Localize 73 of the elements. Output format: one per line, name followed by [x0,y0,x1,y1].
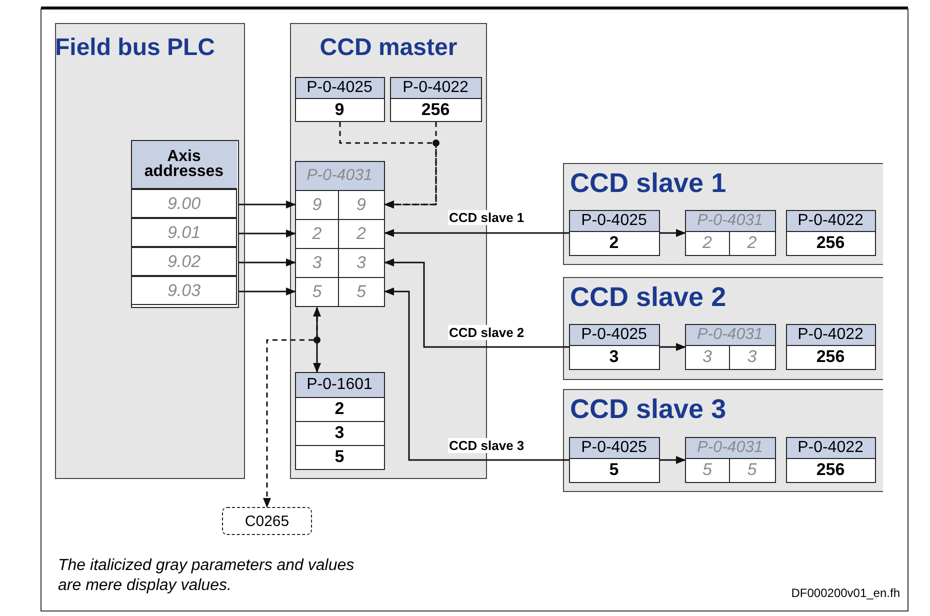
parameter-value: 2 [684,231,730,256]
dashed-arrow [384,122,437,208]
arrow [660,456,686,464]
arrow [238,258,296,266]
parameter-value: 9 [294,98,384,122]
table-cell: 5 [294,276,340,307]
panel-title: Field bus PLC [55,34,216,62]
table-cell: 9 [294,190,340,220]
panel-title: CCD slave 2 [570,282,726,313]
parameter-header: P-0-4025 [568,436,660,460]
parameter-value: 5 [568,458,660,482]
edge-label: CCD slave 3 [448,438,526,453]
table-header: Axis addresses [132,140,236,189]
edge-label: CCD slave 2 [448,325,526,340]
parameter-value: 3 [294,420,384,446]
parameter-value: 2 [294,396,384,422]
parameter-header: P-0-4022 [390,76,482,100]
table-cell: 9.01 [131,218,237,247]
parameter-value: 5 [684,458,730,482]
table-cell: 9.02 [131,247,237,276]
arrow [384,258,569,348]
parameter-header: P-0-4031 [684,324,776,346]
panel-title: CCD slave 3 [570,394,726,425]
parameter-header: P-0-4031 [684,436,776,460]
table-cell: 3 [294,248,340,278]
parameter-header: P-0-4025 [294,76,384,100]
table-cell: 9.00 [131,189,237,218]
parameter-value: 2 [568,231,660,256]
arrow [238,230,296,238]
table-cell: 3 [338,248,384,278]
footnote: The italicized gray parameters and values are mere display values. [58,556,356,596]
parameter-header: P-0-4025 [568,210,660,232]
device-panel [563,163,883,265]
parameter-value: 3 [684,345,730,370]
table-cell: 9.03 [131,276,237,305]
parameter-value: 256 [786,458,876,482]
parameter-value: 2 [728,231,776,256]
parameter-table [130,140,238,308]
dashed-arrow [263,308,318,508]
arrow [238,288,296,296]
parameter-value: 5 [294,444,384,470]
table-cell: 2 [294,218,340,249]
parameter-value: 3 [568,345,660,370]
parameter-header: P-0-4022 [786,324,876,346]
arrow [660,343,686,351]
parameter-header: P-0-4031 [684,210,776,232]
parameter-header: P-0-4025 [568,324,660,346]
arrow [384,229,569,237]
parameter-header: P-0-4022 [786,210,876,232]
device-panel [563,277,883,380]
parameter-value: 256 [786,231,876,256]
arrow [238,200,296,208]
arrow [313,306,321,373]
parameter-value: 256 [786,345,876,370]
table-cell: 9 [338,190,384,220]
panel-title: CCD master [318,34,458,62]
parameter-header: P-0-4031 [294,160,384,191]
device-panel [55,23,245,479]
parameter-header: P-0-4022 [786,436,876,460]
dashed-arrow [339,122,437,208]
device-panel [563,389,883,492]
panel-title: CCD slave 1 [570,168,726,199]
arrow [384,288,569,461]
table-cell: 5 [338,276,384,307]
parameter-value: 3 [728,345,776,370]
parameter-value: 5 [728,458,776,482]
parameter-header: P-0-1601 [294,372,384,398]
edge-label: CCD slave 1 [448,210,526,225]
file-id: DF000200v01_en.fh [790,586,900,601]
table-cell: 2 [338,218,384,249]
parameter-value: 256 [390,98,482,122]
arrow [660,229,686,237]
code-box: C0265 [222,507,312,535]
